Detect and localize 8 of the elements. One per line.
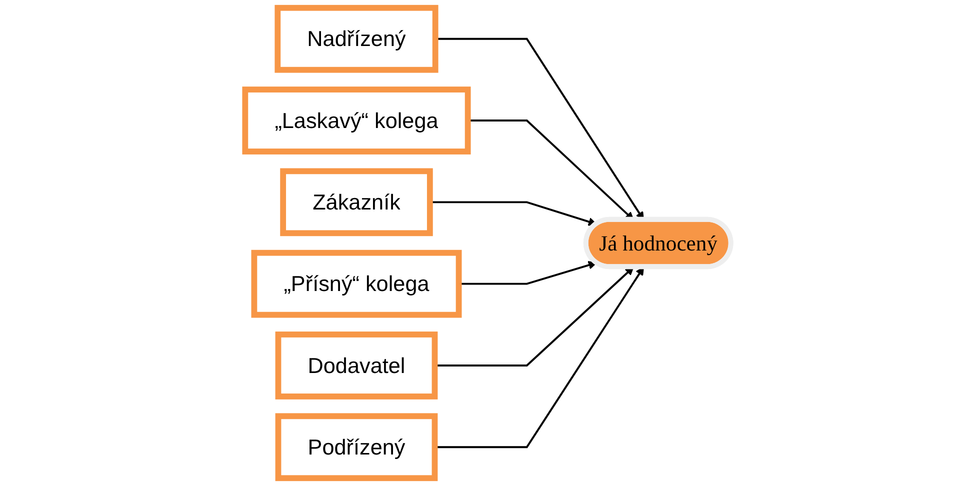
node-box: „Přísný“ kolega [251,250,462,318]
arrow [458,260,597,285]
node-box: Dodavatel [275,332,438,400]
node-box: Podřízený [275,413,438,482]
node-box: Zákazník [280,168,433,236]
arrow [434,266,644,448]
node-box: „Laskavý“ kolega [242,86,471,154]
node-box: Nadřízený [274,4,438,73]
